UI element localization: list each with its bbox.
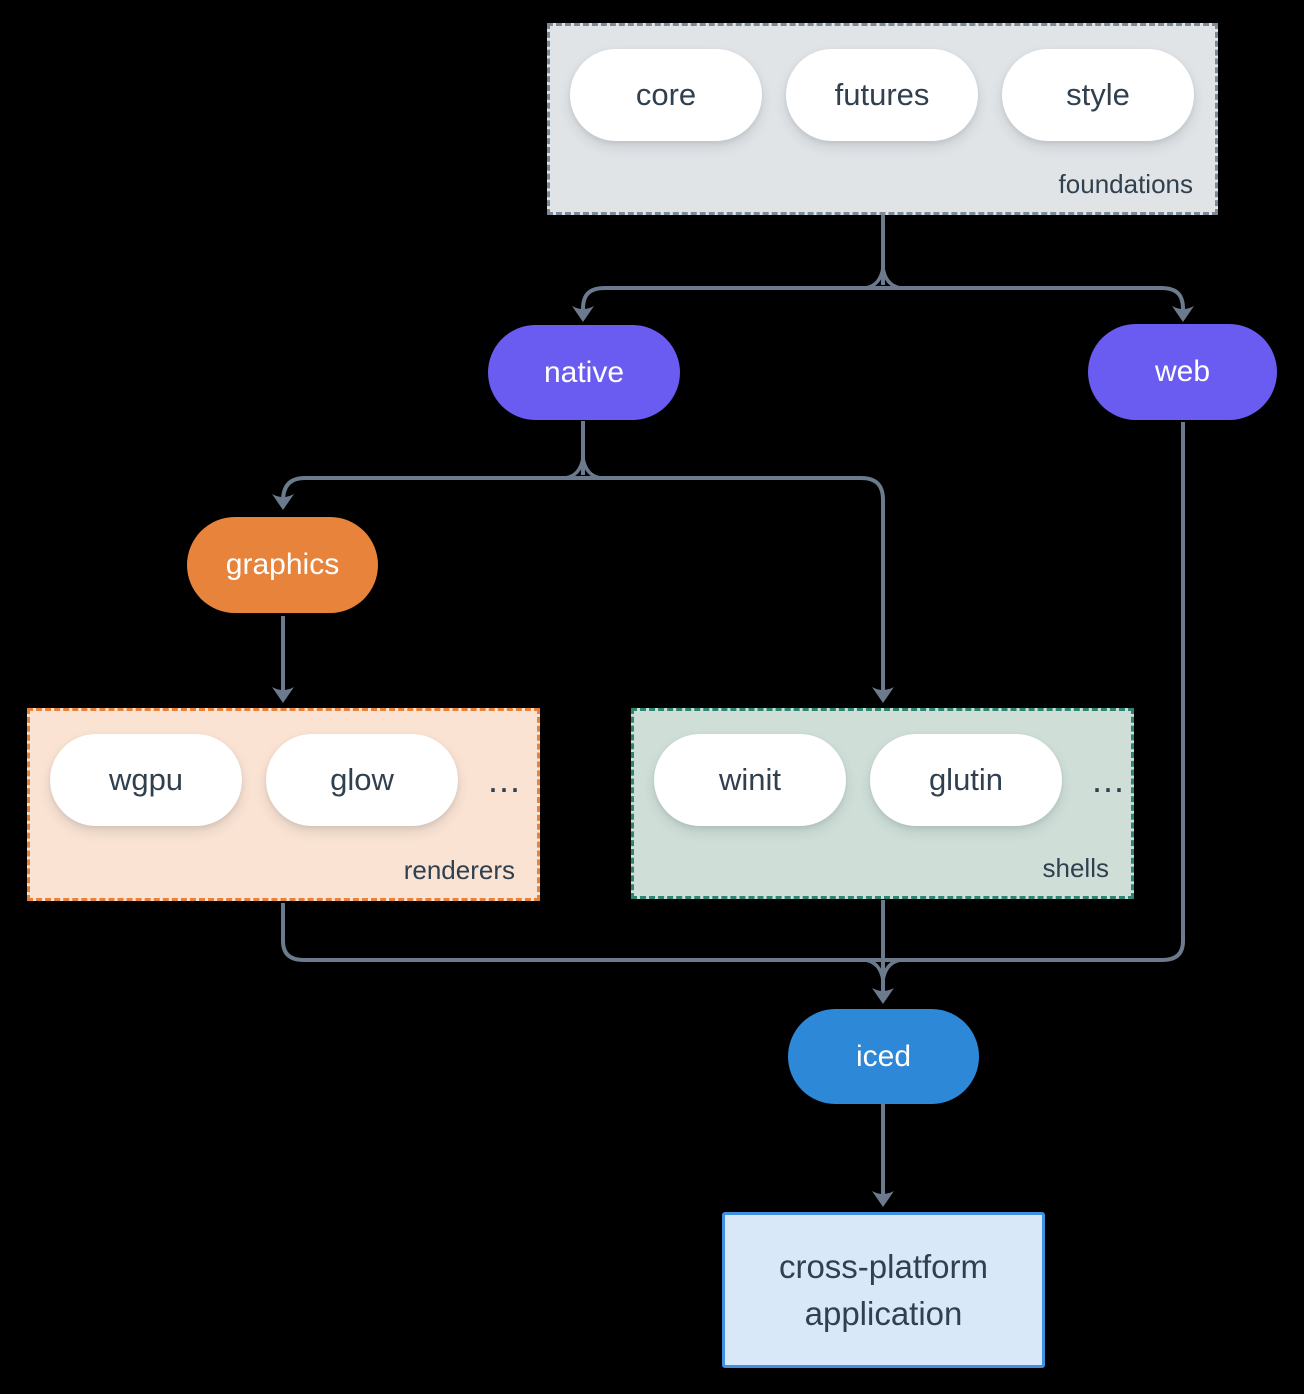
app-label-line2: application [804,1295,963,1332]
node-web: web [1088,324,1277,420]
app-label-line1: cross-platform [778,1248,989,1285]
shells-ellipsis: ... [1092,759,1126,800]
edge-merge-flare-right [881,958,902,981]
edge-foundations-flare-right [881,267,902,290]
node-core: core [570,49,762,141]
node-wgpu: wgpu [50,734,242,826]
arrow-into-renderers [272,687,294,703]
edge-foundations-flare-left [864,267,885,290]
arrow-into-web [1172,306,1194,322]
node-style: style [1002,49,1194,141]
edge-split-top [581,286,1185,310]
group-renderers: wgpu glow ... renderers [27,708,540,901]
group-shells: winit glutin ... shells [631,708,1134,899]
arrow-into-iced [872,988,894,1004]
group-shells-label: shells [1042,853,1109,883]
group-renderers-label: renderers [403,855,515,885]
renderers-pill-row: wgpu glow ... [50,734,521,826]
node-cross-platform-application: cross-platform application [722,1212,1045,1368]
edge-merge-flare-left [864,958,885,981]
node-glow: glow [266,734,458,826]
edge-native-flare-right [581,457,602,480]
node-iced: iced [788,1009,979,1104]
group-foundations-label: foundations [1058,169,1193,199]
shells-pill-row: winit glutin ... [654,734,1125,826]
node-glutin: glutin [870,734,1062,826]
node-futures: futures [786,49,978,141]
node-graphics: graphics [187,517,378,613]
edge-merge [281,422,1185,962]
node-winit: winit [654,734,846,826]
arrow-into-native [572,306,594,322]
renderers-ellipsis: ... [488,759,522,800]
group-foundations: core futures style foundations [547,23,1218,215]
node-native: native [488,325,680,420]
edge-native-flare-left [564,457,585,480]
arrow-into-shells [872,687,894,703]
arrow-into-graphics [272,494,294,510]
edge-native-split [281,476,885,696]
foundations-pill-row: core futures style [570,49,1194,141]
arrow-into-application [872,1191,894,1207]
